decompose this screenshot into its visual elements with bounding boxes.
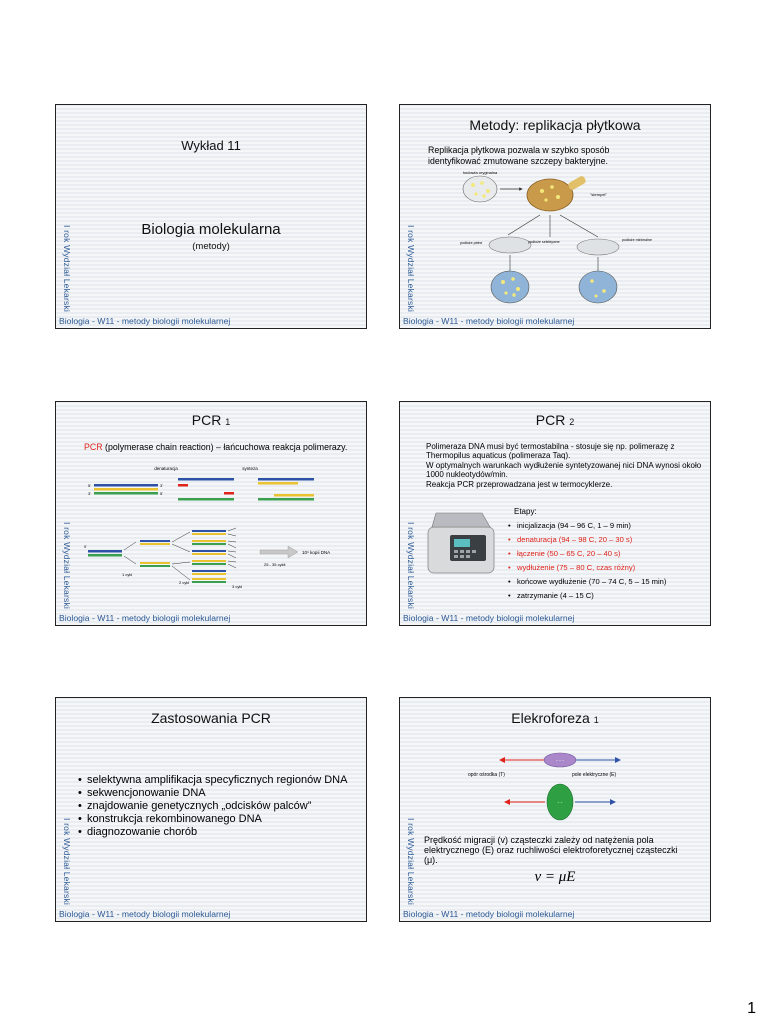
electrophoresis-diagram: - - - opór ośrodka (T) pole elektryczne … [468, 752, 621, 821]
slide-footer: Biologia - W11 - metody biologii molekul… [59, 613, 231, 623]
svg-text:5': 5' [88, 483, 91, 488]
svg-text:1 cykl: 1 cykl [122, 572, 132, 577]
slide-footer: Biologia - W11 - metody biologii molekul… [59, 909, 231, 919]
svg-text:10⁹ kopii DNA: 10⁹ kopii DNA [302, 550, 330, 555]
slide-title: Biologia molekularna [141, 221, 281, 238]
title-number: 1 [593, 715, 599, 725]
thermocycler-image [427, 512, 495, 574]
pcr-diagram: denaturacja synteza 5' 3' 3' 5' 5' [84, 466, 330, 589]
replica-plating-diagram: hodowla oryginalna "stempel" podłoże peł… [460, 170, 652, 304]
slide-footer: Biologia - W11 - metody biologii molekul… [403, 316, 575, 326]
list-item: diagnozowanie chorób [78, 826, 348, 839]
side-label: I rok Wydział Lekarski [62, 818, 72, 905]
step: końcowe wydłużenie (70 – 74 C, 5 – 15 mi… [508, 575, 708, 589]
svg-text:- -: - - [558, 800, 563, 806]
formula: v = μE [534, 869, 576, 885]
svg-text:3': 3' [88, 491, 91, 496]
slide-footer: Biologia - W11 - metody biologii molekul… [403, 613, 575, 623]
label-field: pole elektryczne (E) [572, 772, 617, 778]
slide-subtitle: (metody) [192, 241, 230, 252]
list-item: konstrukcja rekombinowanego DNA [78, 813, 348, 826]
side-label: I rok Wydział Lekarski [406, 818, 416, 905]
etapy-label: Etapy: [514, 507, 537, 516]
label-original: hodowla oryginalna [463, 170, 498, 175]
svg-text:5': 5' [84, 545, 87, 549]
side-label: I rok Wydział Lekarski [406, 522, 416, 609]
svg-text:3': 3' [160, 483, 163, 488]
svg-text:- - -: - - - [556, 758, 564, 764]
side-label: I rok Wydział Lekarski [62, 522, 72, 609]
svg-text:2 cykl: 2 cykl [179, 580, 189, 585]
list-item: znajdowanie genetycznych „odcisków palcó… [78, 800, 348, 813]
label-stamp: "stempel" [590, 192, 607, 197]
side-label: I rok Wydział Lekarski [62, 225, 72, 312]
label-resistance: opór ośrodka (T) [468, 772, 505, 778]
title-number: 2 [569, 417, 575, 427]
applications-list: selektywna amplifikacja specyficznych re… [78, 774, 348, 839]
page-number: 1 [747, 1000, 756, 1017]
step: denaturacja (94 – 98 C, 20 – 30 s) [508, 533, 708, 547]
slide-text: Polimeraza DNA musi być termostabilna - … [426, 442, 702, 489]
step: wydłużenie (75 – 80 C, czas różny) [508, 561, 708, 575]
label-plate-a: podłoże pełne [460, 241, 482, 245]
slide-title: Metody: replikacja płytkowa [469, 117, 641, 133]
slide-title: PCR 1 [191, 412, 231, 428]
svg-text:25 - 35 cykli: 25 - 35 cykli [264, 562, 285, 567]
steps-list: inicjalizacja (94 – 96 C, 1 – 9 min) den… [508, 519, 708, 603]
side-label: I rok Wydział Lekarski [406, 225, 416, 312]
step: inicjalizacja (94 – 96 C, 1 – 9 min) [508, 519, 708, 533]
svg-text:5': 5' [160, 491, 163, 496]
slide-footer: Biologia - W11 - metody biologii molekul… [403, 909, 575, 919]
slide-text: PCR (polymerase chain reaction) – łańcuc… [84, 442, 348, 452]
slide-6: Elekroforeza 1 - - - opór ośrodka (T) po… [399, 697, 711, 922]
lecture-number: Wykład 11 [181, 138, 241, 153]
list-item: sekwencjonowanie DNA [78, 787, 348, 800]
slide-3: PCR 1 PCR (polymerase chain reaction) – … [55, 401, 367, 626]
slide-title: Elekroforeza 1 [511, 710, 599, 726]
slide-footer: Biologia - W11 - metody biologii molekul… [59, 316, 231, 326]
list-item: selektywna amplifikacja specyficznych re… [78, 774, 348, 787]
title-number: 1 [225, 417, 231, 427]
label-plate-b: podłoże selektywne [528, 240, 559, 244]
slide-1: Wykład 11 Biologia molekularna (metody) … [55, 104, 367, 329]
step: łączenie (50 – 65 C, 20 – 40 s) [508, 547, 708, 561]
svg-text:synteza: synteza [242, 466, 258, 471]
svg-text:3 cykl: 3 cykl [232, 584, 242, 589]
svg-text:denaturacja: denaturacja [154, 466, 178, 471]
slide-text: Prędkość migracji (v) cząsteczki zależy … [424, 835, 678, 865]
slide-title: Zastosowania PCR [151, 710, 271, 726]
slide-2: Metody: replikacja płytkowa Replikacja p… [399, 104, 711, 329]
slide-text: Replikacja płytkowa pozwala w szybko spo… [428, 145, 610, 166]
label-plate-c: podłoże minimalne [622, 238, 652, 242]
slide-5: Zastosowania PCR selektywna amplifikacja… [55, 697, 367, 922]
slide-4: PCR 2 Polimeraza DNA musi być termostabi… [399, 401, 711, 626]
step: zatrzymanie (4 – 15 C) [508, 589, 708, 603]
slide-title: PCR 2 [535, 412, 575, 428]
